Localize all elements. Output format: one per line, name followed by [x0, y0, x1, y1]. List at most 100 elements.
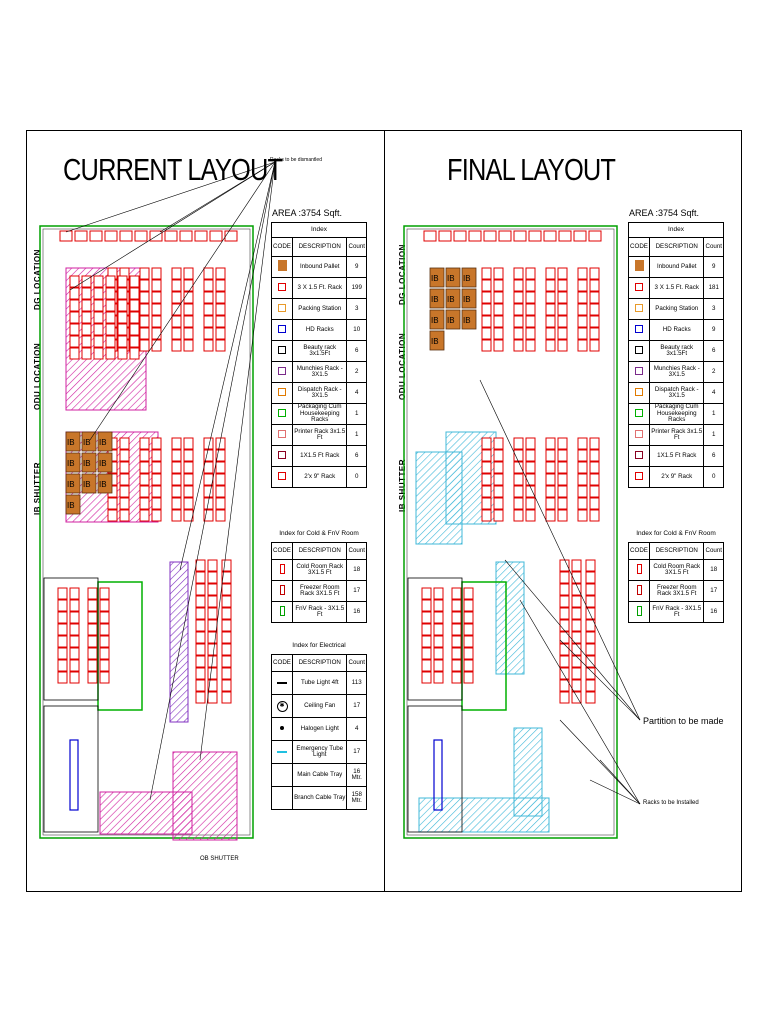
rack — [69, 335, 80, 348]
top-rack — [453, 230, 467, 242]
cold-room-rack — [421, 635, 432, 648]
ib-label: IB — [447, 316, 455, 325]
rack — [493, 303, 504, 316]
rack — [589, 449, 600, 462]
cold-room-rack — [421, 611, 432, 624]
rack — [525, 339, 536, 352]
table-count: 17 — [703, 580, 724, 602]
leader-line — [519, 599, 641, 805]
table-description: Ceiling Fan — [291, 694, 348, 718]
cold-room — [43, 577, 99, 701]
ib-pallet — [429, 267, 445, 288]
rack — [139, 291, 150, 304]
rack — [513, 291, 524, 304]
hd-rack-icon — [628, 319, 650, 341]
cold-room-rack — [463, 635, 474, 648]
cold-room-rack — [87, 647, 98, 660]
index-count: 199 — [346, 277, 367, 299]
new-zone — [418, 797, 550, 833]
rack — [545, 303, 556, 316]
ib-pallet-icon — [271, 256, 293, 278]
rack — [117, 287, 128, 300]
racks-installed-note: Racks to be Installed — [643, 800, 699, 806]
index-count: 1 — [346, 424, 367, 446]
rack — [139, 485, 150, 498]
rack — [151, 315, 162, 328]
mini-rack-icon — [271, 466, 293, 488]
cold-room-rack — [451, 623, 462, 636]
rack — [525, 509, 536, 522]
rack — [525, 315, 536, 328]
rack — [571, 571, 582, 584]
table-count: 18 — [703, 559, 724, 581]
top-rack — [104, 230, 118, 242]
rack — [545, 267, 556, 280]
rack — [559, 607, 570, 620]
table-header: Count — [703, 542, 724, 560]
cold-room-rack — [451, 587, 462, 600]
index-description: Packaging Cum Housekeeping Racks — [291, 403, 348, 425]
cold-room-rack — [99, 671, 110, 684]
rack — [151, 327, 162, 340]
rack — [513, 485, 524, 498]
ib-label: IB — [99, 459, 107, 468]
index-count: 9 — [703, 319, 724, 341]
table-count: 17 — [346, 694, 367, 718]
cold-room-rack — [57, 623, 68, 636]
rack — [589, 461, 600, 474]
rack — [183, 497, 194, 510]
rack — [493, 485, 504, 498]
cold-room-rack — [99, 659, 110, 672]
hd-racks — [69, 739, 79, 811]
rack — [171, 485, 182, 498]
rack — [557, 267, 568, 280]
top-rack — [438, 230, 452, 242]
rack — [545, 497, 556, 510]
cold-room-rack — [69, 611, 80, 624]
emergency-light-icon — [271, 740, 293, 764]
table-header: CODE — [271, 654, 293, 672]
index-header: CODE — [628, 237, 650, 257]
leader-line — [504, 559, 641, 721]
rack — [589, 473, 600, 486]
rack — [545, 449, 556, 462]
index-title: Index — [628, 222, 724, 238]
cold-room-rack — [57, 587, 68, 600]
cold-room-rack — [421, 623, 432, 636]
rack — [577, 267, 588, 280]
leader-line — [199, 161, 276, 761]
cold-room-rack — [87, 587, 98, 600]
rack — [215, 303, 226, 316]
rack — [513, 327, 524, 340]
ib-label: IB — [83, 480, 91, 489]
rack — [481, 497, 492, 510]
rack — [481, 339, 492, 352]
rack — [589, 303, 600, 316]
index-description: HD Racks — [291, 319, 348, 341]
cold-room-rack — [57, 635, 68, 648]
rack-icon — [628, 559, 650, 581]
housekeeping-rack-icon — [628, 403, 650, 425]
rack — [171, 267, 182, 280]
ib-label: IB — [83, 438, 91, 447]
rack — [203, 461, 214, 474]
rack — [559, 559, 570, 572]
index-count: 1 — [346, 403, 367, 425]
top-rack — [194, 230, 208, 242]
rack — [81, 299, 92, 312]
rack — [589, 437, 600, 450]
table-description: Tube Light 4ft — [291, 671, 348, 695]
rack — [493, 267, 504, 280]
rack — [117, 347, 128, 360]
cold-room-rack — [433, 635, 444, 648]
cold-room-rack — [57, 611, 68, 624]
top-rack — [558, 230, 572, 242]
top-rack — [498, 230, 512, 242]
ib-label: IB — [463, 316, 471, 325]
ib-pallet — [97, 431, 113, 452]
ib-label: IB — [447, 274, 455, 283]
